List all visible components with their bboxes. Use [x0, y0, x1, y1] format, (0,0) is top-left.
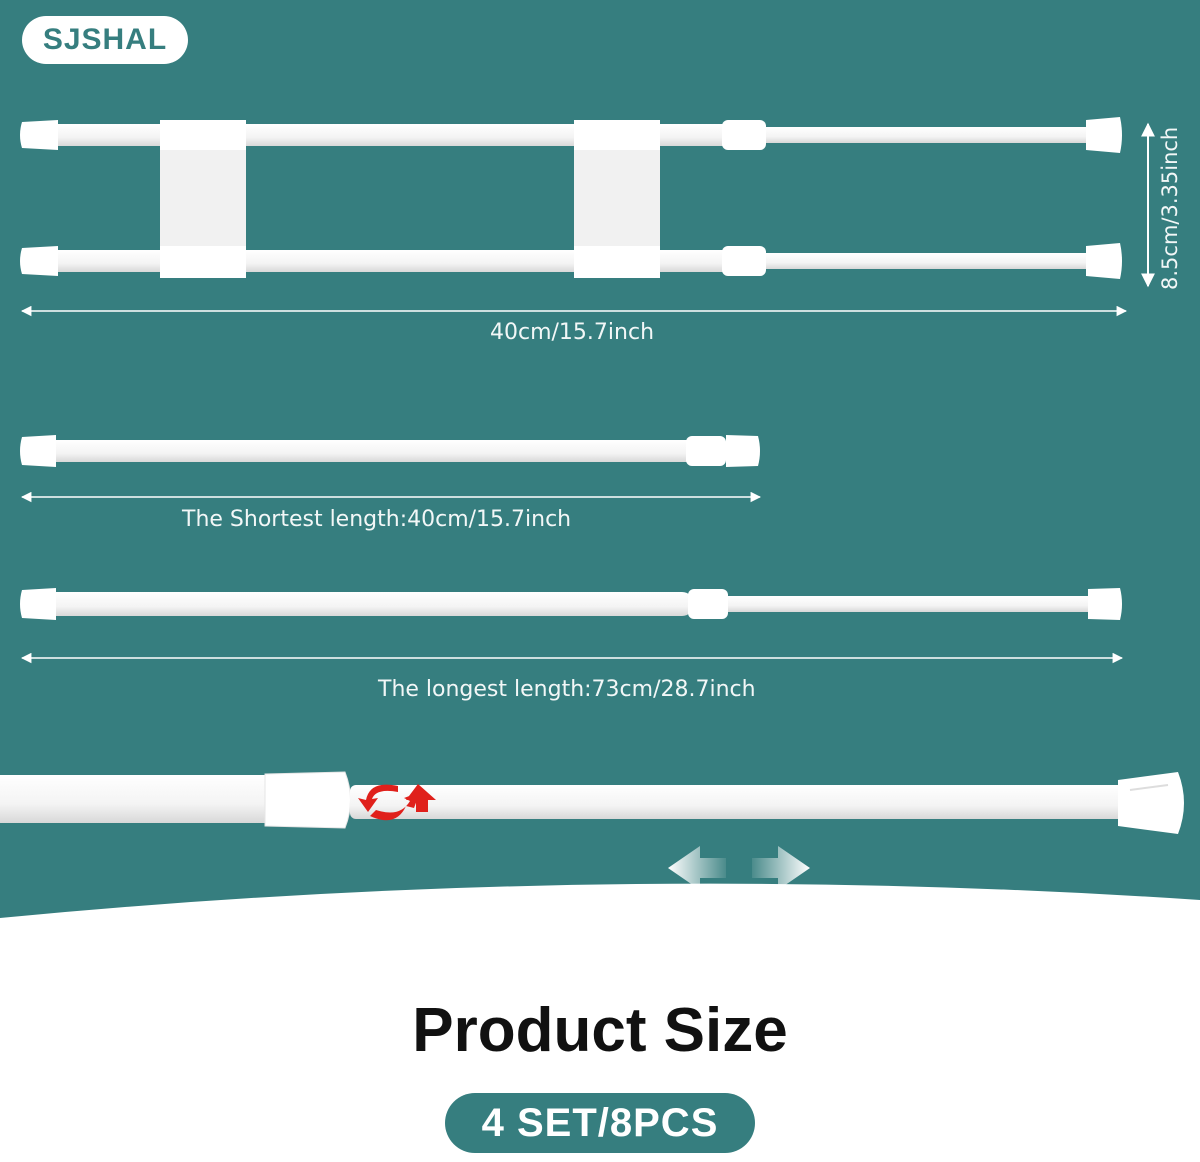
shortest-length-label: The Shortest length:40cm/15.7inch: [182, 507, 572, 532]
double-rod-width-label: 40cm/15.7inch: [490, 320, 655, 345]
double-rod-height-label: 8.5cm/3.35inch: [1158, 126, 1182, 290]
shortest-rod: [20, 435, 760, 467]
quantity-badge: 4 SET/8PCS: [445, 1093, 755, 1153]
closeup-rod: [0, 771, 1184, 834]
longest-length-label: The longest length:73cm/28.7inch: [378, 677, 756, 702]
brand-name: SJSHAL: [42, 23, 168, 56]
double-rod-assembly: [20, 117, 1122, 279]
page-title: Product Size: [412, 996, 788, 1065]
brand-badge: SJSHAL: [22, 16, 188, 64]
longest-rod: [20, 588, 1122, 620]
quantity-label: 4 SET/8PCS: [481, 1100, 719, 1145]
left-arrow-icon: [668, 846, 726, 890]
right-arrow-icon: [752, 846, 810, 890]
rotate-arrows-icon: [358, 784, 436, 821]
